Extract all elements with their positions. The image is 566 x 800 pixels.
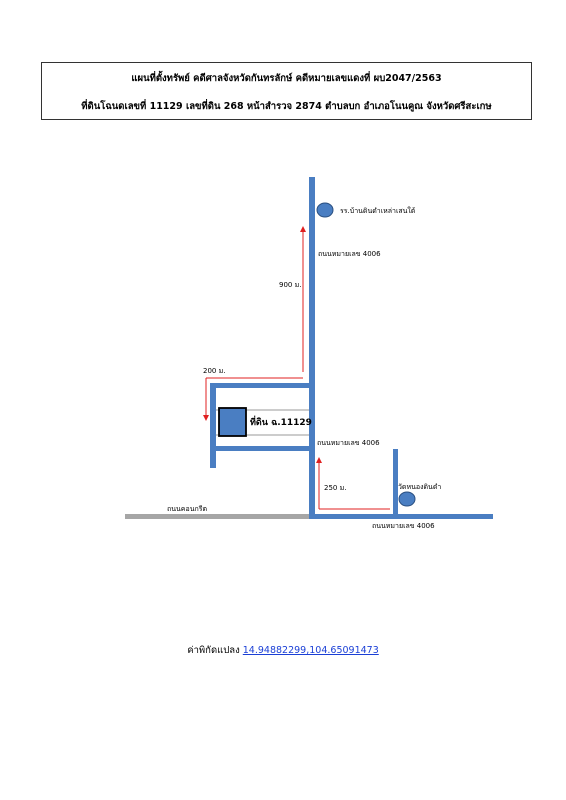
temple-label: วัดหนองดินดำ [398, 483, 441, 491]
title-line-2: ที่ดินโฉนดเลขที่ 11129 เลขที่ดิน 268 หน้… [81, 101, 492, 112]
coordinates-link[interactable]: 14.94882299,104.65091473 [242, 645, 379, 656]
road-4006-horizontal [309, 514, 493, 519]
school-marker [316, 202, 334, 218]
side-road-top [210, 383, 311, 388]
temple-marker [398, 491, 416, 507]
distance-north-label: 900 ม. [279, 281, 301, 289]
road-4006-vertical [309, 177, 315, 518]
distance-south-label: 250 ม. [324, 484, 346, 492]
side-road-bottom [210, 446, 311, 451]
distance-west-label: 200 ม. [203, 367, 225, 375]
temple-side-road [393, 449, 398, 516]
road-label-mid: ถนนหมายเลข 4006 [317, 439, 380, 447]
school-label: รร.บ้านดินดำเหล่าเสนใต้ [340, 206, 416, 215]
concrete-road-label: ถนนคอนกรีต [167, 505, 207, 513]
side-road-west [210, 383, 216, 468]
title-box: แผนที่ตั้งทรัพย์ คดีศาลจังหวัดกันทรลักษ์… [41, 62, 532, 120]
road-label-upper: ถนนหมายเลข 4006 [318, 250, 381, 258]
title-line-1: แผนที่ตั้งทรัพย์ คดีศาลจังหวัดกันทรลักษ์… [131, 73, 442, 84]
land-parcel [218, 407, 247, 437]
road-label-lower: ถนนหมายเลข 4006 [372, 522, 435, 530]
coordinates-line: ค่าพิกัดแปลง 14.94882299,104.65091473 [0, 643, 566, 658]
coordinates-label: ค่าพิกัดแปลง [187, 645, 240, 656]
parcel-label: ที่ดิน ฉ.11129 [250, 415, 312, 428]
concrete-road [125, 514, 309, 519]
